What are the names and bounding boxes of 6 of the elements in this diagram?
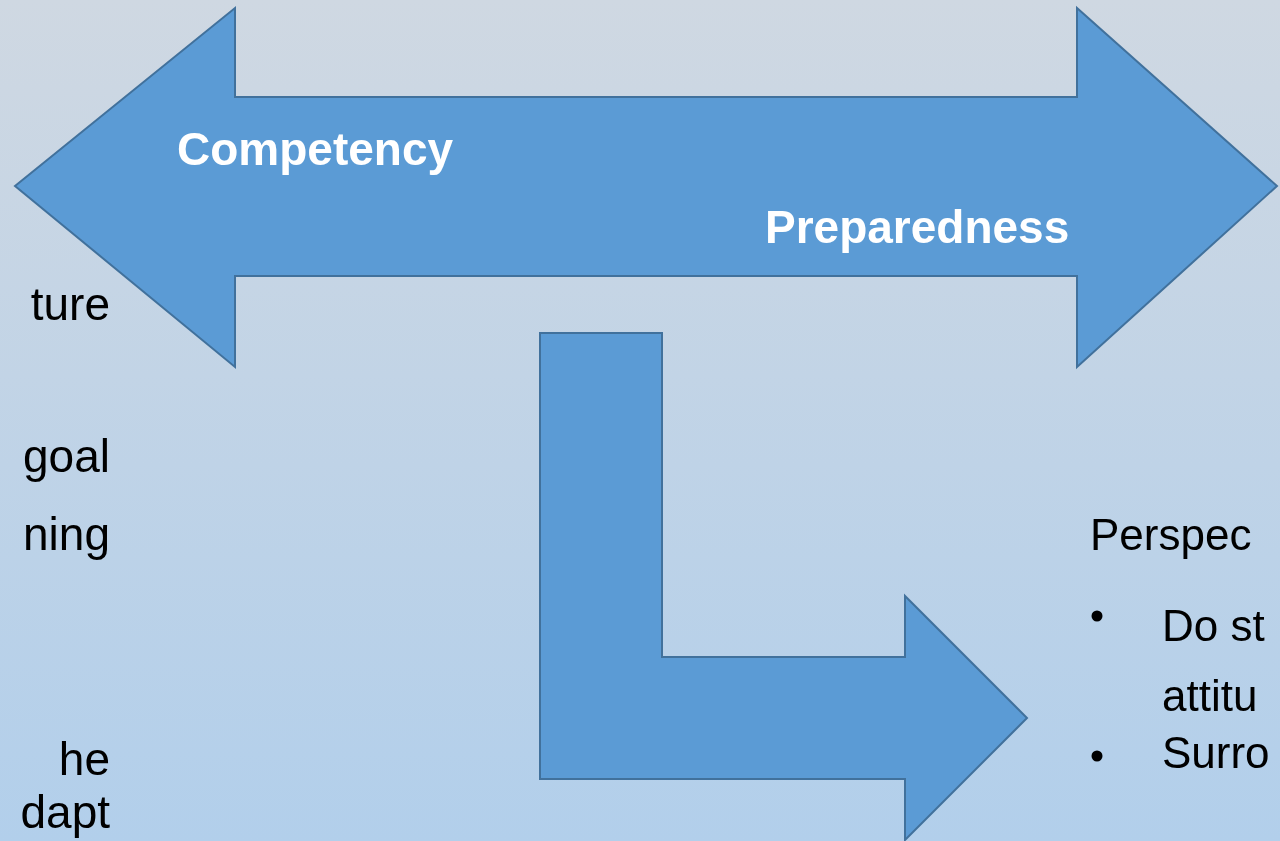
bullet-text: Surro — [1162, 731, 1270, 775]
heading-text: Perspec — [1090, 513, 1252, 557]
bent-arrow — [539, 332, 1029, 841]
bullet-text: Do st attitu — [1162, 600, 1266, 723]
text-fragment: ture — [30, 281, 110, 327]
text-fragment: he — [58, 736, 110, 782]
